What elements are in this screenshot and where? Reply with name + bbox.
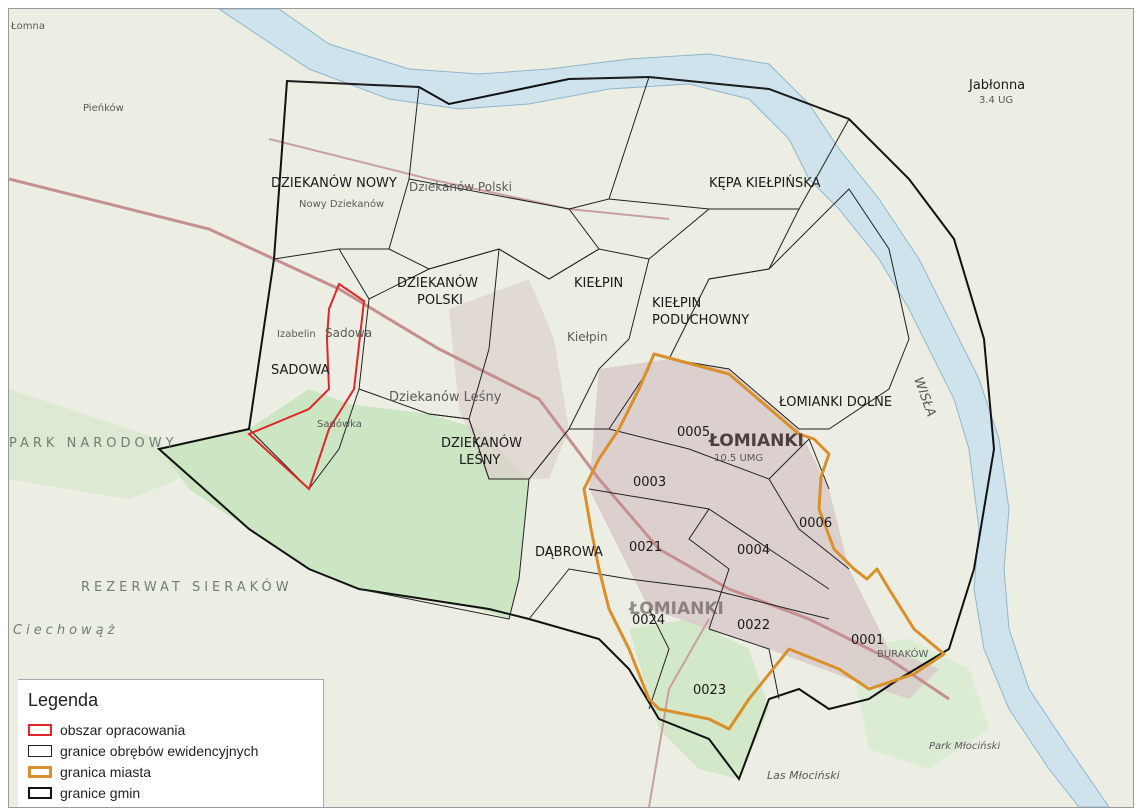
code-0006: 0006: [799, 516, 832, 531]
vistula-river: [218, 9, 1110, 807]
label-sadowa: SADOWA: [271, 363, 330, 378]
label-burakow: BURAKÓW: [877, 647, 928, 660]
label-dziekanow-lesny-1: DZIEKANÓW: [441, 435, 522, 451]
label-lomianki-code: 10.5 UMG: [714, 453, 763, 464]
label-rezerwat: REZERWAT SIERAKÓW: [81, 579, 293, 595]
road-main: [9, 177, 950, 701]
study-area: [247, 282, 366, 491]
code-0003: 0003: [633, 475, 666, 490]
forest-kampinos: [159, 389, 529, 619]
code-0023: 0023: [693, 683, 726, 698]
legend-swatch-red: [28, 723, 52, 736]
map-legend: Legenda obszar opracowania granice obręb…: [18, 679, 324, 807]
legend-item-precincts: granice obrębów ewidencyjnych: [28, 740, 313, 761]
road-secondary: [268, 138, 670, 220]
legend-item-city: granica miasta: [28, 761, 313, 782]
code-0024: 0024: [632, 613, 665, 628]
label-dabrowa: DĄBROWA: [535, 545, 603, 560]
label-lomianki-dolne: ŁOMIANKI DOLNE: [778, 395, 892, 410]
legend-swatch-thin: [28, 744, 52, 757]
code-0004: 0004: [737, 543, 770, 558]
urban-lomianki: [589, 359, 939, 699]
label-dziekanow-polski-2: POLSKI: [417, 293, 463, 308]
forest-west: [9, 389, 179, 499]
label-park-mlocinski: Park Młociński: [929, 740, 1000, 752]
code-0005: 0005: [677, 425, 710, 440]
label-kielpin-poduchowny-1: KIEŁPIN: [652, 296, 701, 311]
label-lomna: Łomna: [10, 21, 45, 32]
label-park-narodowy: PARK NARODOWY: [9, 436, 178, 451]
label-lomianki-town-2: ŁOMIANKI: [628, 599, 724, 619]
label-kielpin-place: Kiełpin: [567, 330, 608, 344]
label-sadowka: Sadówka: [317, 418, 362, 430]
label-dziekanow-lesny-2: LEŚNY: [459, 452, 500, 468]
label-kepa-kielpinska: KĘPA KIEŁPIŃSKA: [709, 175, 821, 191]
urban-dziekanow: [449, 279, 569, 479]
legend-swatch-black: [28, 786, 52, 799]
legend-label: granice gmin: [60, 784, 141, 801]
legend-item-gmina: granice gmin: [28, 782, 313, 803]
legend-label: obszar opracowania: [60, 721, 186, 738]
precinct-boundaries: [248, 76, 910, 710]
legend-label: granice obrębów ewidencyjnych: [60, 742, 259, 759]
legend-title: Legenda: [28, 690, 99, 710]
city-boundary: [582, 352, 946, 731]
label-sadowa-place: Sadowa: [325, 326, 372, 340]
gmina-boundary: [156, 75, 996, 782]
code-0001: 0001: [851, 633, 884, 648]
code-0022: 0022: [737, 618, 770, 633]
map-frame[interactable]: DZIEKANÓW NOWY DZIEKANÓW POLSKI KĘPA KIE…: [8, 8, 1134, 808]
legend-item-study-area: obszar opracowania: [28, 719, 313, 740]
label-ciechowaz: Ciechowąż: [13, 623, 118, 638]
label-dziekanow-polski-place: Dziekanów Polski: [409, 180, 512, 194]
label-las-mlocinski: Las Młociński: [767, 769, 840, 782]
label-jablonna-code: 3.4 UG: [979, 95, 1013, 106]
forest-south: [629, 619, 769, 779]
road-south: [648, 618, 710, 807]
label-dziekanow-polski-1: DZIEKANÓW: [397, 275, 478, 291]
legend-label: granica miasta: [60, 763, 152, 780]
topographic-map[interactable]: DZIEKANÓW NOWY DZIEKANÓW POLSKI KĘPA KIE…: [9, 9, 1133, 807]
label-kielpin: KIEŁPIN: [574, 276, 623, 291]
label-jablonna: Jabłonna: [968, 78, 1025, 93]
label-pienkow: Pieńków: [83, 102, 124, 114]
label-nowy-dziekanow: Nowy Dziekanów: [299, 198, 384, 210]
label-izabelin: Izabelin: [277, 329, 316, 340]
label-dziekanow-nowy: DZIEKANÓW NOWY: [271, 175, 397, 191]
legend-swatch-orange: [28, 765, 52, 778]
label-lomianki-town: ŁOMIANKI: [708, 431, 804, 451]
code-0021: 0021: [629, 540, 662, 555]
label-dziekanow-lesny-place: Dziekanów Leśny: [389, 390, 502, 405]
label-kielpin-poduchowny-2: PODUCHOWNY: [652, 313, 749, 328]
